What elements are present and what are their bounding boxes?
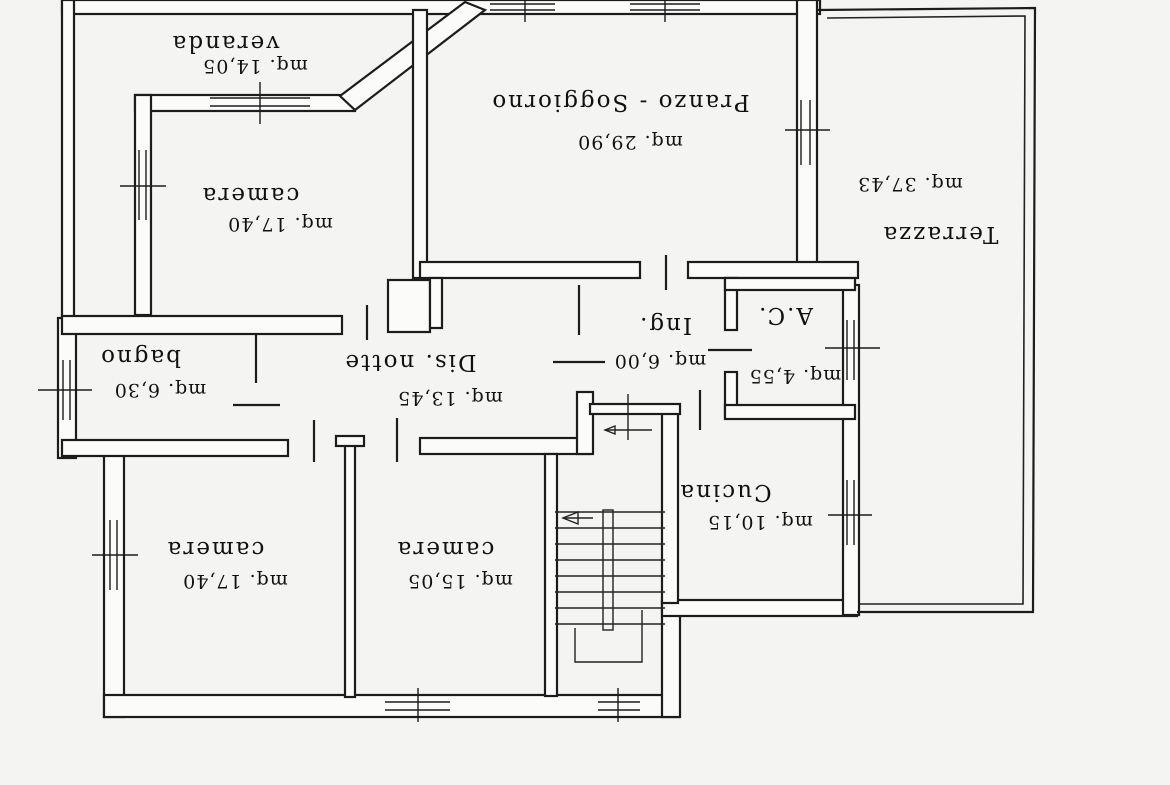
- terrazza-label: Terrazza mq. 37,43: [857, 173, 998, 247]
- door-lines: [233, 255, 752, 462]
- camera-bm-name: camera: [396, 536, 495, 562]
- ingresso-name: Ing.: [638, 312, 692, 338]
- ac-name: A.C.: [757, 302, 814, 328]
- camera-top-area: mq. 17,40: [227, 213, 333, 235]
- ingresso-label: mq. 6,00 Ing.: [614, 312, 707, 372]
- camera-bl-area: mq. 17,40: [182, 570, 288, 592]
- ac-area: mq. 4,55: [749, 365, 842, 387]
- cucina-label: mq. 10,15 Cucina: [678, 479, 812, 533]
- bagno-name: bagno: [99, 344, 181, 370]
- soggiorno-label: mq. 29,90 Pranzo - Soggiorno: [490, 89, 749, 153]
- camera-bl-name: camera: [166, 536, 265, 562]
- cucina-area: mq. 10,15: [707, 511, 813, 533]
- camera-bm-area: mq. 15,05: [407, 570, 513, 592]
- terrazza-area: mq. 37,43: [857, 173, 963, 195]
- windows: [38, 0, 880, 722]
- soggiorno-area: mq. 29,90: [577, 131, 683, 153]
- room-labels: veranda mq. 14,05 mq. 29,90 Pranzo - Sog…: [99, 30, 998, 592]
- veranda-label: veranda mq. 14,05: [171, 30, 308, 77]
- bagno-area: mq. 6,30: [114, 379, 207, 401]
- camera-top-label: mq. 17,40 camera: [201, 182, 333, 235]
- dis-notte-area: mq. 13,45: [397, 387, 503, 409]
- cucina-name: Cucina: [678, 479, 771, 505]
- dis-notte-label: mq. 13,45 Dis. notte: [344, 349, 503, 409]
- veranda-area: mq. 14,05: [202, 55, 308, 77]
- soggiorno-name: Pranzo - Soggiorno: [490, 89, 749, 115]
- camera-bm-label: mq. 15,05 camera: [396, 536, 513, 592]
- ac-label: mq. 4,55 A.C.: [749, 302, 842, 387]
- camera-top-name: camera: [201, 182, 300, 208]
- camera-bl-label: mq. 17,40 camera: [166, 536, 288, 592]
- staircase: [555, 394, 665, 663]
- terrazza-name: Terrazza: [882, 221, 999, 247]
- veranda-name: veranda: [171, 30, 281, 56]
- ingresso-area: mq. 6,00: [614, 350, 707, 372]
- interior-walls: [60, 0, 860, 699]
- dis-notte-name: Dis. notte: [344, 349, 477, 375]
- bagno-label: mq. 6,30 bagno: [99, 344, 206, 401]
